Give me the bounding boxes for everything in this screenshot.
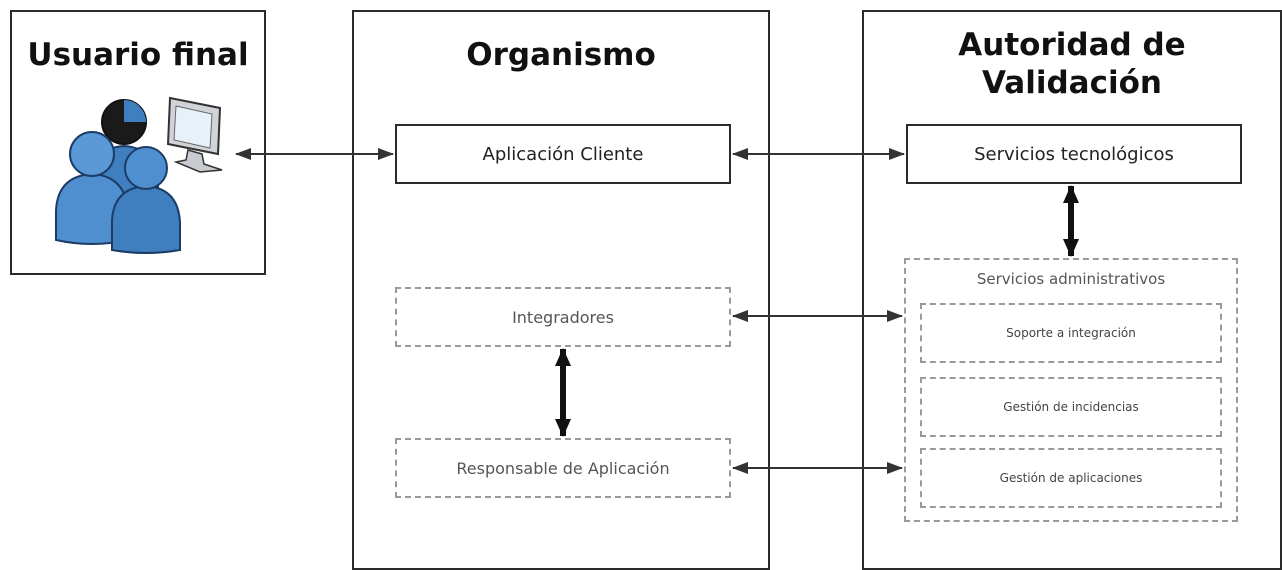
admin-item-incident-management: Gestión de incidencias (920, 377, 1222, 437)
admin-item-integration-support: Soporte a integración (920, 303, 1222, 363)
person-front-right-icon (111, 146, 181, 254)
authority-panel-title: Autoridad de Validación (958, 27, 1186, 101)
admin-services-group: Servicios administrativos (904, 258, 1238, 522)
integrators-box: Integradores (395, 287, 731, 347)
app-owner-box: Responsable de Aplicación (395, 438, 731, 498)
client-app-box: Aplicación Cliente (395, 124, 731, 184)
user-panel: Usuario final (10, 10, 266, 275)
monitor-icon (166, 96, 223, 173)
user-panel-title: Usuario final (27, 37, 249, 73)
users-at-computer-icon (55, 96, 223, 254)
admin-item-application-management: Gestión de aplicaciones (920, 448, 1222, 508)
admin-services-title: Servicios administrativos (976, 270, 1166, 288)
person-front-left-icon (55, 131, 129, 245)
org-panel-title: Organismo (466, 37, 656, 73)
tech-services-box: Servicios tecnológicos (906, 124, 1242, 184)
